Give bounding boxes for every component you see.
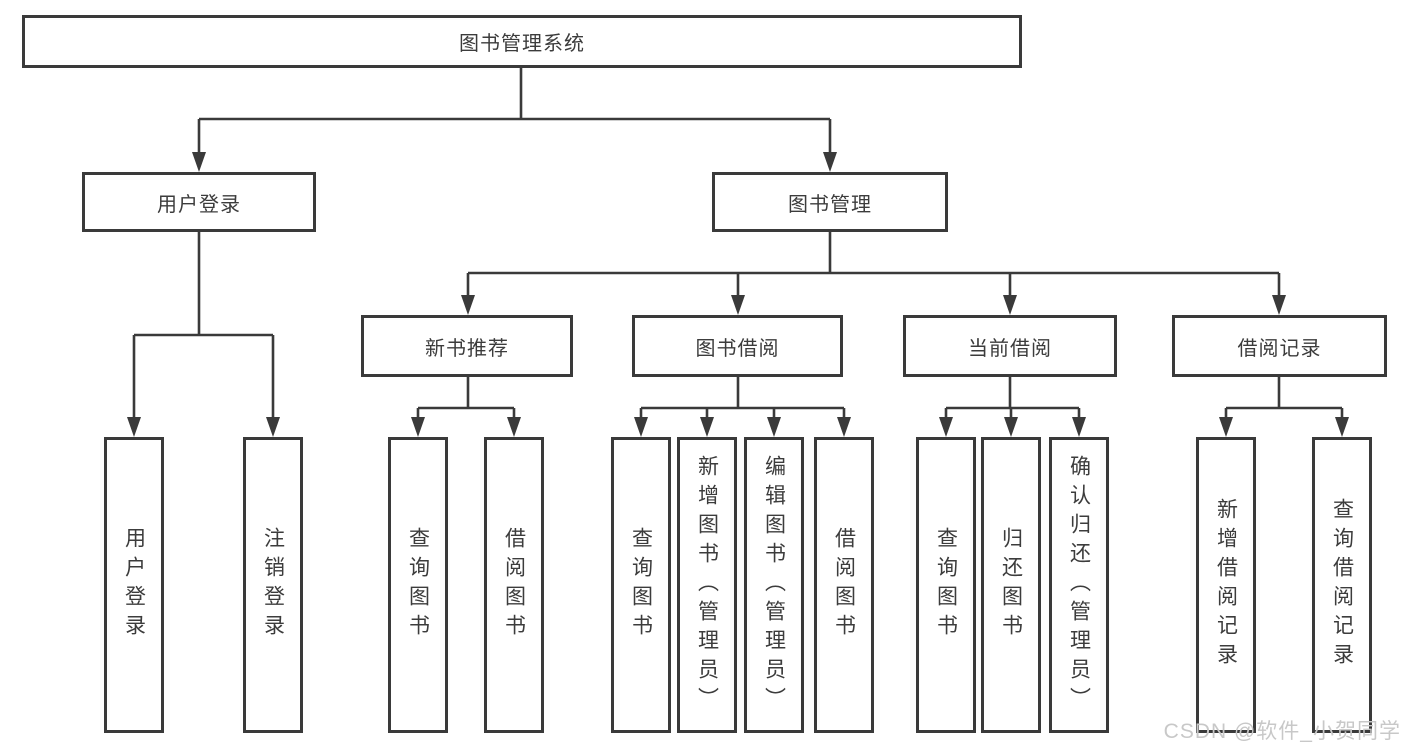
node-label: 借阅记录	[1237, 337, 1322, 360]
leaf-edit-book-admin: 编辑图书（管理员）	[744, 437, 804, 733]
leaf-borrow-books-recommend: 借阅图书	[484, 437, 544, 733]
node-current-borrow: 当前借阅	[903, 315, 1117, 377]
node-borrow-records: 借阅记录	[1172, 315, 1387, 377]
leaf-logout: 注销登录	[243, 437, 303, 733]
node-label: 图书管理系统	[459, 33, 585, 55]
leaf-query-books-borrow: 查询图书	[611, 437, 671, 733]
leaf-add-borrow-record: 新增借阅记录	[1196, 437, 1256, 733]
node-label: 查询图书	[629, 527, 653, 643]
leaf-query-books-recommend: 查询图书	[388, 437, 448, 733]
node-label: 图书管理	[788, 193, 872, 216]
node-book-mgmt-system: 图书管理系统	[22, 15, 1022, 68]
node-label: 新书推荐	[425, 337, 509, 360]
node-book-management: 图书管理	[712, 172, 948, 232]
node-label: 查询图书	[934, 527, 958, 643]
node-label: 确认归还（管理员）	[1067, 454, 1091, 716]
node-label: 用户登录	[122, 527, 146, 643]
watermark: CSDN @软件_小贺同学	[1163, 720, 1401, 743]
node-label: 查询图书	[406, 527, 430, 643]
node-label: 查询借阅记录	[1330, 498, 1354, 672]
node-label: 当前借阅	[968, 337, 1052, 360]
node-book-borrow: 图书借阅	[632, 315, 843, 377]
leaf-add-book-admin: 新增图书（管理员）	[677, 437, 737, 733]
node-label: 注销登录	[261, 527, 285, 643]
node-label: 新增借阅记录	[1214, 498, 1238, 672]
leaf-borrow-books-borrow: 借阅图书	[814, 437, 874, 733]
leaf-user-login: 用户登录	[104, 437, 164, 733]
node-label: 图书借阅	[695, 337, 780, 360]
leaf-query-borrow-record: 查询借阅记录	[1312, 437, 1372, 733]
node-label: 编辑图书（管理员）	[762, 454, 786, 716]
node-new-book-recommend: 新书推荐	[361, 315, 573, 377]
node-label: 借阅图书	[502, 527, 526, 643]
node-label: 用户登录	[157, 193, 241, 216]
leaf-query-books-current: 查询图书	[916, 437, 976, 733]
leaf-return-books: 归还图书	[981, 437, 1041, 733]
node-label: 新增图书（管理员）	[695, 454, 719, 716]
node-label: 归还图书	[999, 527, 1023, 643]
node-label: 借阅图书	[832, 527, 856, 643]
node-user-login: 用户登录	[82, 172, 316, 232]
leaf-confirm-return-admin: 确认归还（管理员）	[1049, 437, 1109, 733]
